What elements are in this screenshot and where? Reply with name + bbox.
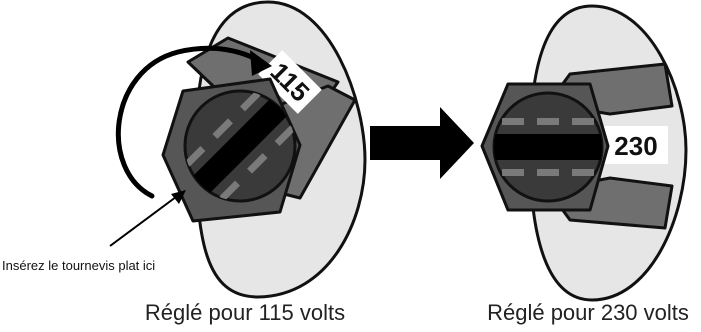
voltage-badge-230: 230 [602,126,668,164]
callout-pointer [109,190,186,247]
right-slot-group [494,118,602,176]
left-screw-slot [185,91,295,201]
left-dash-bottom [219,125,295,201]
left-slot-group [185,91,295,201]
right-dash-bottom [502,169,594,176]
left-caption: Réglé pour 115 volts [145,300,345,325]
right-selector: 230 [480,4,688,302]
right-screw-slot [494,134,602,160]
right-caption: Réglé pour 230 volts [487,300,689,325]
screwdriver-instruction: Insérez le tournevis plat ici [2,258,155,273]
voltage-label-230: 230 [614,131,657,161]
right-dash-top [502,118,594,125]
rotation-arrow [115,45,272,199]
left-dash-top [185,91,261,167]
left-selector: 115 [161,0,367,299]
transition-arrow [370,107,474,179]
rotation-arrowhead [250,50,272,76]
